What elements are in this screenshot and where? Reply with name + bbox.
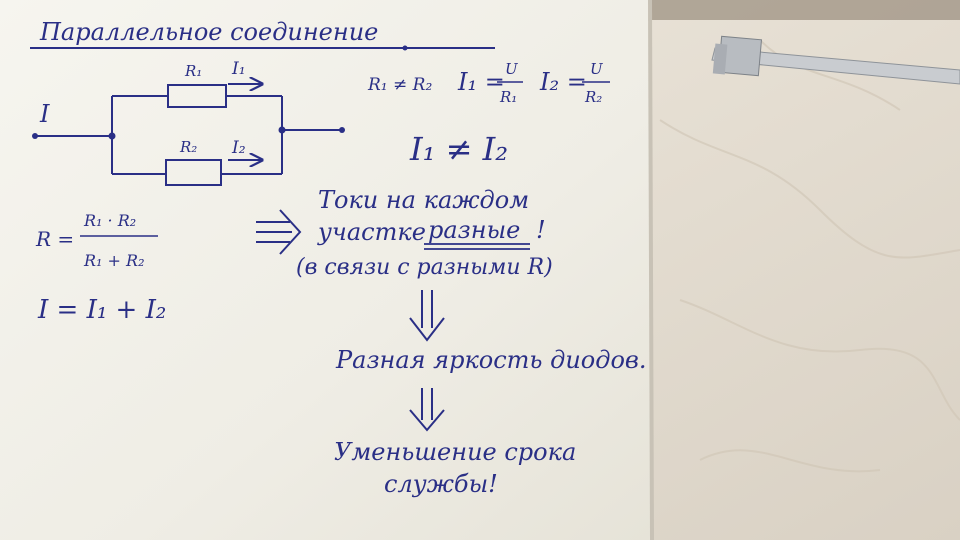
formula-i-sum: I = I₁ + I₂ (37, 295, 166, 325)
formula-i2-num: U (590, 60, 604, 78)
label-current-total: I (39, 100, 50, 128)
formula-i1-num: U (505, 60, 519, 78)
formula-r-num: R₁ · R₂ (83, 211, 136, 230)
label-i2: I₂ (231, 138, 246, 158)
note-line-5: Уменьшение срока (334, 438, 576, 466)
label-r1: R₁ (184, 62, 202, 80)
formula-r-not-equal: R₁ ≠ R₂ (367, 75, 432, 95)
note-line-2c: ! (536, 216, 546, 244)
note-line-2a: участке (317, 218, 426, 246)
formula-i2-lhs: I₂ = (539, 68, 587, 96)
node-output (339, 127, 345, 133)
resistor-r2 (165, 159, 222, 186)
formula-i-not-equal: I₁ ≠ I₂ (409, 130, 508, 168)
label-i1: I₁ (231, 59, 246, 79)
note-line-6: службы! (384, 470, 498, 498)
implication-arrow-down-1 (409, 290, 445, 342)
sheet-title: Параллельное соединение (39, 18, 378, 46)
note-line-1: Токи на каждом (318, 186, 529, 214)
implication-arrow-right (256, 209, 302, 255)
node-input (32, 133, 38, 139)
formula-i2-den: R₂ (584, 88, 602, 106)
marble-veins (659, 39, 960, 473)
note-line-3: (в связи с разными R) (296, 255, 553, 280)
circuit-diagram (35, 84, 342, 186)
label-r2: R₂ (179, 138, 197, 156)
note-line-4: Разная яркость диодов. (335, 346, 647, 374)
note-line-2b: разные (428, 216, 520, 244)
title-dot (402, 45, 408, 51)
node-left (108, 132, 116, 140)
background-edge (650, 0, 960, 20)
node-right (278, 126, 286, 134)
formula-i1-den: R₁ (499, 88, 517, 106)
caliper-tool (711, 35, 960, 85)
paper-sheet (0, 0, 652, 540)
formula-i1-lhs: I₁ = (457, 68, 505, 96)
implication-arrow-down-2 (409, 388, 445, 432)
formula-r-lhs: R = (35, 227, 74, 251)
sheet-shadow-edge (648, 0, 654, 540)
formula-r-den: R₁ + R₂ (83, 251, 145, 270)
